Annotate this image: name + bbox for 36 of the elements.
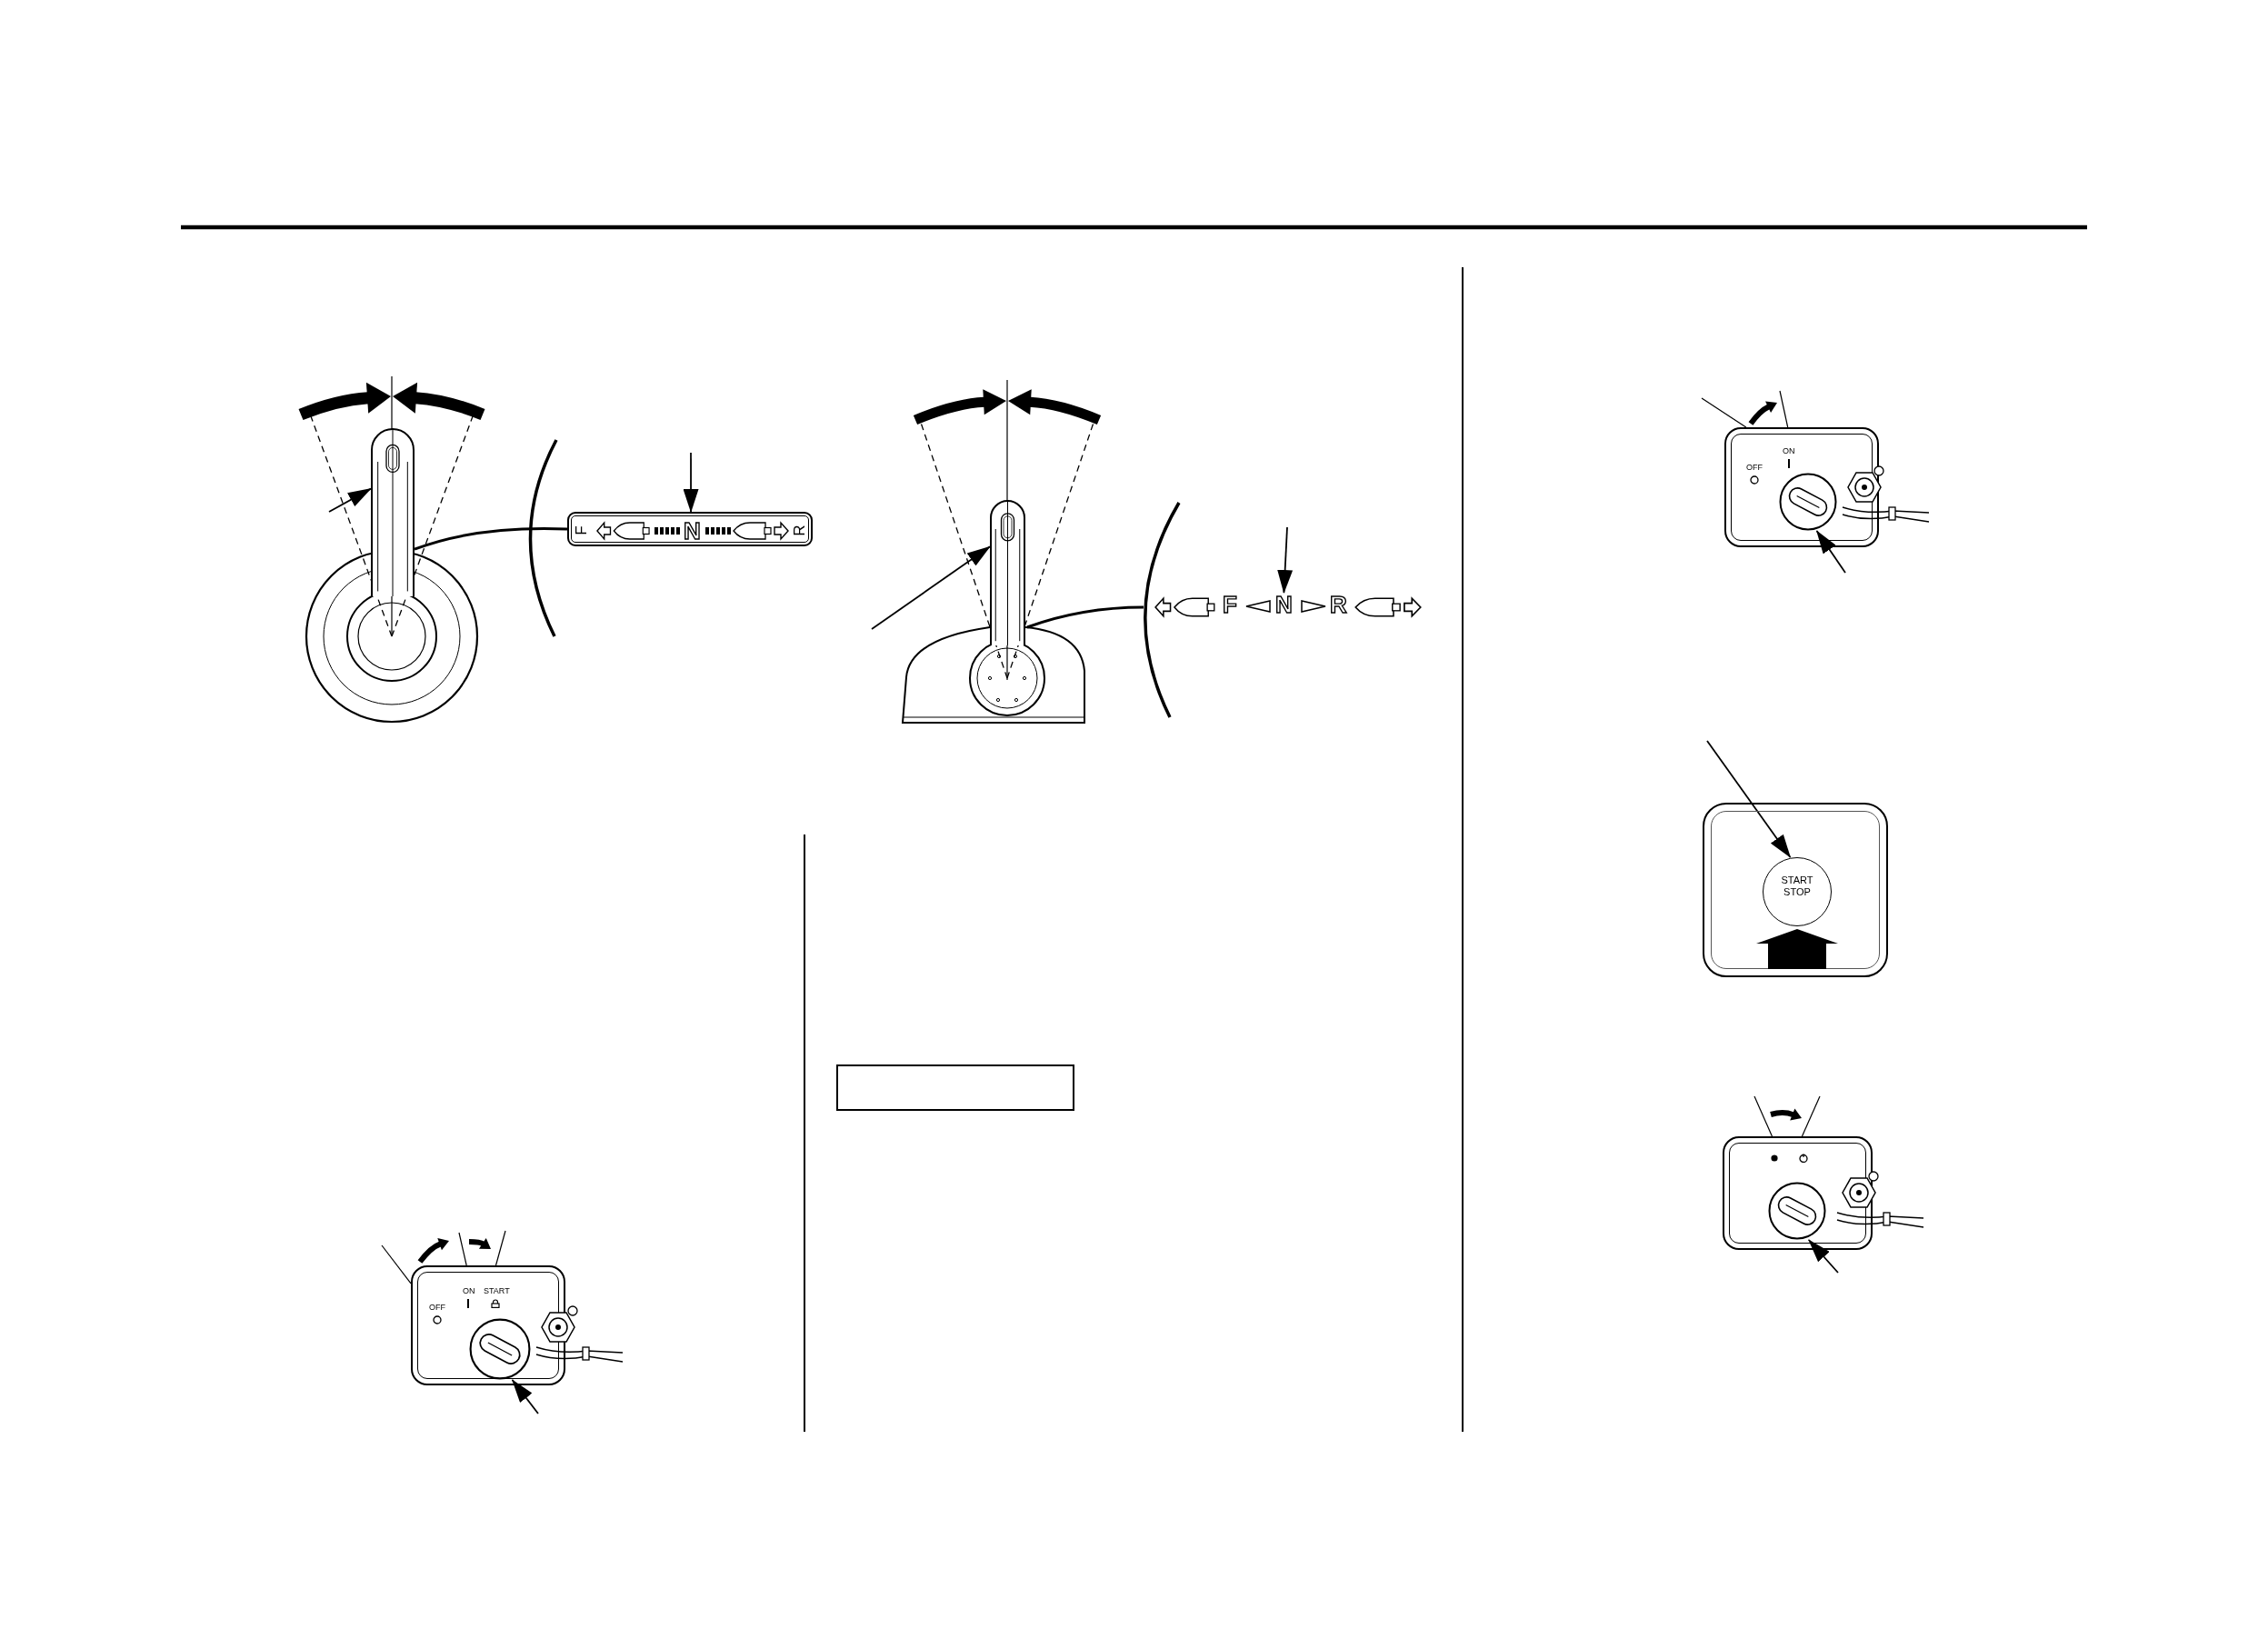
- position-letter: R: [1330, 593, 1347, 616]
- leader-arrow: [1706, 740, 1792, 858]
- leader-line: [381, 1244, 412, 1284]
- callout-line: [414, 527, 568, 551]
- leader-line: [1753, 1095, 1773, 1137]
- blank-box: [836, 1064, 1074, 1111]
- leader-line: [458, 1232, 467, 1266]
- key-knob: [1768, 1182, 1826, 1240]
- leader-line: [495, 1230, 506, 1266]
- position-letter: F: [1223, 593, 1237, 616]
- key-knob: [469, 1318, 531, 1380]
- lever-handle: [371, 428, 415, 596]
- switch-position-label: START: [484, 1287, 510, 1295]
- lever-handle: [990, 500, 1025, 645]
- control-panel: [1703, 803, 1888, 977]
- leader-arrow: [328, 487, 372, 513]
- leader-arrow: [683, 452, 699, 513]
- leader-line: [1801, 1095, 1821, 1137]
- position-letter: N: [1275, 593, 1293, 616]
- leader-arrow: [511, 1379, 539, 1414]
- leader-arrow: [1815, 530, 1846, 574]
- switch-position-label: ON: [463, 1287, 475, 1295]
- start-stop-button: START STOP: [1763, 857, 1832, 926]
- switch-position-label: OFF: [1746, 464, 1763, 472]
- key-knob: [1779, 473, 1837, 531]
- leader-arrow: [1277, 526, 1294, 594]
- leader-line: [1701, 397, 1747, 428]
- shift-indicator-plate: [567, 512, 813, 546]
- switch-position-label: ON: [1783, 447, 1795, 455]
- position-letter: N: [684, 519, 701, 543]
- position-letter: R: [791, 525, 807, 536]
- position-letter: F: [573, 525, 589, 535]
- leader-arrow: [1807, 1239, 1839, 1274]
- leader-arrow: [871, 545, 991, 630]
- leader-line: [1779, 390, 1789, 428]
- switch-position-label: OFF: [429, 1304, 445, 1312]
